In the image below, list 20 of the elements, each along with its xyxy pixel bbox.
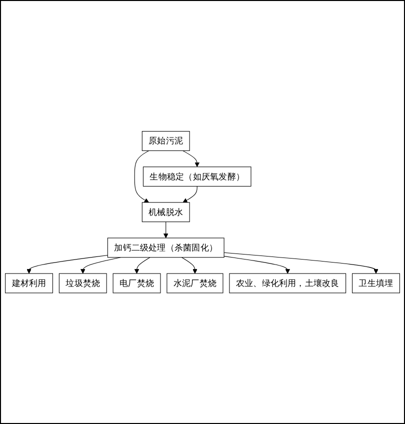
node-box: 水泥厂焚烧 [166, 273, 224, 294]
arrow [26, 254, 108, 274]
arrow [134, 150, 150, 203]
node-box: 机械脱水 [142, 202, 190, 222]
arrow [181, 256, 198, 274]
arrow [80, 256, 121, 274]
node-box: 建材利用 [5, 273, 53, 294]
arrow [164, 221, 168, 238]
node-box: 电厂焚烧 [112, 273, 161, 294]
node-box: 原始污泥 [142, 130, 190, 151]
arrow [182, 150, 200, 167]
arrow [224, 256, 290, 274]
arrow [182, 186, 198, 203]
node-box: 农业、绿化利用，土壤改良 [229, 273, 346, 294]
node-box: 垃圾焚烧 [58, 273, 107, 294]
arrow [224, 252, 378, 274]
node-box: 卫生填埋 [352, 273, 400, 294]
node-box: 加钙二级处理（杀菌固化） [107, 238, 224, 258]
node-box: 生物稳定（如厌氧发酵） [142, 166, 252, 186]
arrow [134, 256, 150, 274]
